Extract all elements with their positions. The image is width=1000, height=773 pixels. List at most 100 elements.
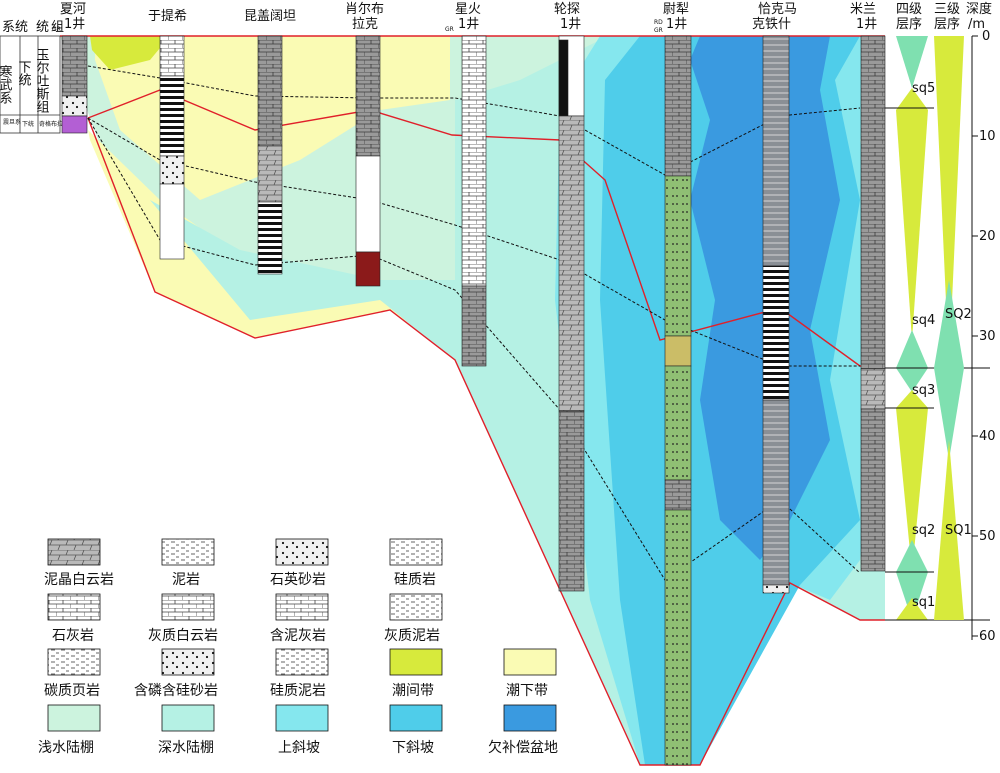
- sq2-label: sq2: [912, 523, 935, 538]
- legend: 泥晶白云岩 泥岩 石英砂岩 硅质岩 石灰岩 灰质白云岩 含泥灰岩 灰质泥岩 碳质…: [38, 538, 558, 756]
- depth-ticks: [972, 35, 978, 637]
- legend-swatch-limestone: [47, 593, 101, 621]
- depth-tick-30: 30: [979, 329, 996, 344]
- sq5-label: sq5: [912, 81, 935, 96]
- rd-label-6: RD: [654, 19, 663, 26]
- cambrian-label: 寒武系: [0, 64, 12, 104]
- legend-swatch-siliceous-mud: [275, 648, 329, 676]
- legend-label-6: 含泥灰岩: [270, 628, 326, 644]
- header-series: 统: [36, 20, 49, 35]
- well-6-column: [664, 35, 692, 177]
- well-1-column: [159, 35, 185, 77]
- legend-label-14: 深水陆棚: [158, 740, 214, 756]
- depth-tick-20: 20: [979, 229, 996, 244]
- fourth-order-title-2: 层序: [896, 17, 922, 32]
- legend-swatch-intertidal: [389, 648, 443, 676]
- legend-swatch-calc-mudstone: [389, 593, 443, 621]
- well-7-column: [762, 35, 790, 267]
- well-7-sub: 克铁什: [752, 17, 791, 32]
- depth-tick-60: 60: [979, 629, 996, 644]
- depth-title-1: 深度: [966, 1, 992, 17]
- well-8-column: [860, 35, 886, 370]
- well-0-column: [61, 35, 88, 97]
- well-4-sub: 1井: [458, 17, 479, 32]
- well-0-sub: 1井: [64, 17, 85, 32]
- legend-label-7: 灰质泥岩: [384, 628, 440, 644]
- sinian-label: 震旦系: [3, 118, 21, 126]
- header-system: 系统: [2, 20, 28, 35]
- gr-label-6: GR: [654, 27, 663, 34]
- well-3-column: [355, 35, 381, 157]
- well-1-name: 于提希: [148, 8, 187, 24]
- legend-swatch-lower-slope: [389, 704, 443, 732]
- sinian-formation-label: 奇格布拉克组: [39, 120, 75, 128]
- legend-label-1: 泥岩: [172, 572, 200, 588]
- legend-label-11: 潮间带: [392, 683, 434, 699]
- legend-label-5: 灰质白云岩: [148, 628, 218, 644]
- legend-swatch-dolomite: [47, 538, 101, 566]
- well-0-name: 夏河: [60, 2, 86, 17]
- header-group: 组: [51, 20, 64, 35]
- depth-tick-50: 50: [979, 529, 996, 544]
- legend-label-8: 碳质页岩: [44, 683, 100, 699]
- legend-swatch-phos-sand: [161, 648, 215, 676]
- depth-title-2: /m: [968, 17, 985, 32]
- well-5-name: 轮探: [554, 2, 580, 17]
- sq4-label: sq4: [912, 313, 935, 328]
- legend-swatch-deep-shelf: [161, 704, 215, 732]
- SQ1-label: SQ1: [945, 523, 972, 538]
- well-7-name: 恰克马: [758, 2, 797, 17]
- legend-swatch-shallow-shelf: [47, 704, 101, 732]
- well-columns: [61, 35, 886, 766]
- legend-swatch-quartz-sand: [275, 538, 329, 566]
- legend-swatch-carbonaceous-shale: [47, 648, 101, 676]
- gr-label-4: GR: [445, 26, 454, 33]
- well-6-name: 尉犁: [663, 2, 689, 17]
- well-6-sub: 1井: [666, 17, 687, 32]
- well-5-sub: 1井: [560, 17, 581, 32]
- sinian-lower-label: 下统: [22, 120, 34, 128]
- well-8-sub: 1井: [856, 17, 877, 32]
- well-titles: 夏河 1井 于提希 昆盖阔坦 肖尔布 拉克 星火 1井 轮探 1井 尉犁 1井 …: [52, 2, 877, 34]
- legend-swatch-upper-slope: [275, 704, 329, 732]
- sq3-label: sq3: [912, 383, 935, 398]
- legend-swatch-starved-basin: [503, 704, 557, 732]
- well-4-column: [461, 35, 487, 287]
- third-order-title-1: 三级: [934, 2, 960, 17]
- well-8-name: 米兰: [850, 2, 876, 17]
- lower-series-label: 下统: [16, 60, 32, 87]
- well-3-sub: 拉克: [352, 17, 378, 32]
- depth-tick-10: 10: [979, 129, 996, 144]
- sequence-columns: 四级 层序 三级 层序 深度 /m sq5 sq4 sq3 sq2 sq1 SQ…: [885, 1, 996, 644]
- depth-tick-0: 0: [982, 29, 990, 44]
- legend-label-16: 下斜坡: [392, 740, 434, 756]
- formation-label: 玉尔吐斯组: [34, 48, 50, 113]
- sq1-label: sq1: [912, 595, 935, 610]
- legend-swatch-subtidal: [503, 648, 557, 676]
- correlation-lines: [87, 65, 861, 581]
- SQ2-label: SQ2: [945, 307, 972, 322]
- well-3-name: 肖尔布: [345, 2, 384, 17]
- legend-label-13: 浅水陆棚: [38, 740, 94, 756]
- legend-label-4: 石灰岩: [52, 628, 94, 644]
- legend-label-10: 硅质泥岩: [270, 683, 326, 699]
- depth-tick-40: 40: [979, 429, 996, 444]
- legend-label-0: 泥晶白云岩: [44, 572, 114, 588]
- legend-swatch-mudstone: [161, 538, 215, 566]
- fourth-order-title-1: 四级: [896, 2, 922, 17]
- legend-label-3: 硅质岩: [394, 572, 436, 588]
- legend-swatch-calc-dolomite: [161, 593, 215, 621]
- legend-label-12: 潮下带: [506, 683, 548, 699]
- well-2-column: [257, 35, 283, 147]
- stratigraphy-header: 系统 统 组 寒武系 下统 玉尔吐斯组 震旦系 下统 奇格布拉克组: [0, 20, 75, 134]
- well-2-name: 昆盖阔坦: [244, 9, 296, 24]
- legend-label-9: 含磷含硅砂岩: [134, 683, 218, 699]
- legend-swatch-arg-limestone: [275, 593, 329, 621]
- gr-label-0: GR: [52, 26, 61, 33]
- well-4-name: 星火: [455, 2, 481, 17]
- legend-label-15: 上斜坡: [278, 740, 320, 756]
- legend-label-2: 石英砂岩: [270, 571, 326, 588]
- legend-label-17: 欠补偿盆地: [488, 740, 558, 756]
- third-order-title-2: 层序: [934, 17, 960, 32]
